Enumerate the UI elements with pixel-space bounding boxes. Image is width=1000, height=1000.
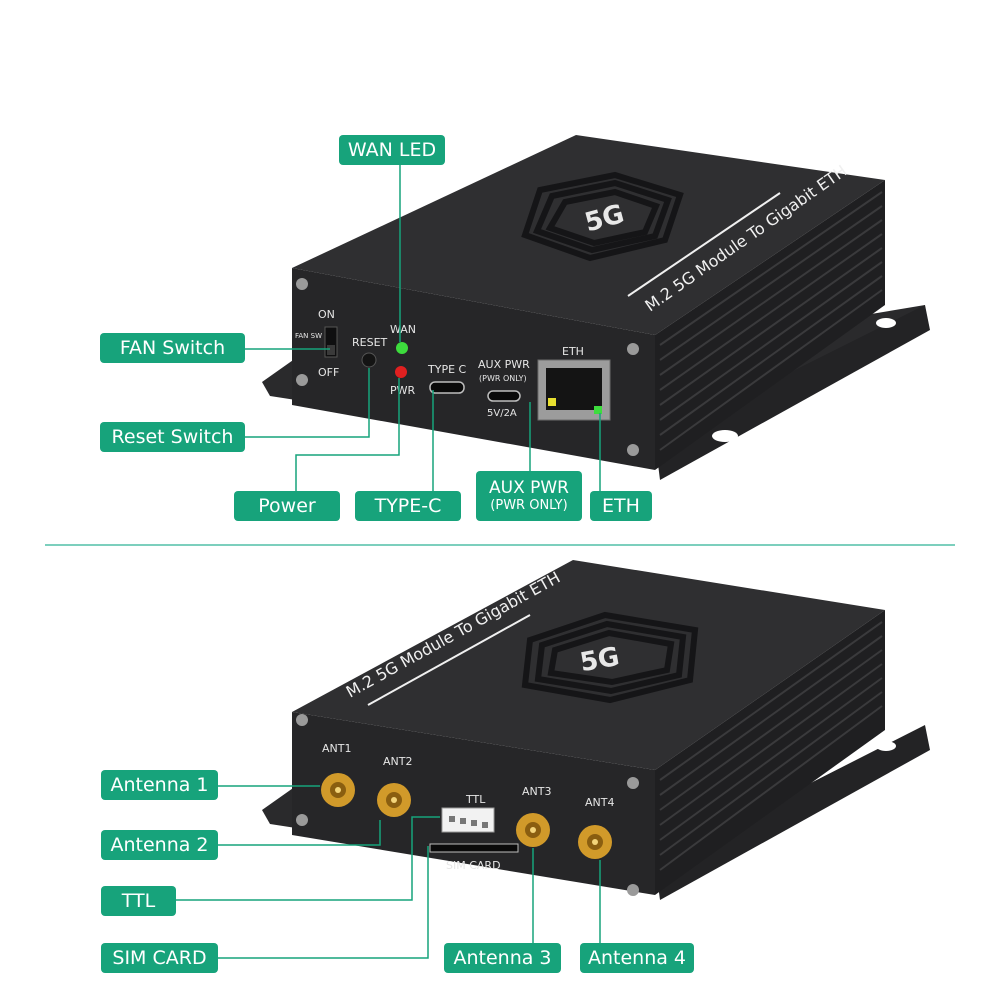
label-eth: ETH [562,345,584,358]
aux-pwr-port[interactable] [487,390,521,402]
device-top-face [292,560,885,770]
reset-button[interactable] [361,352,377,368]
ant4-connector[interactable] [578,825,612,859]
screw-icon [296,278,308,290]
label-aux-pwr-only: (PWR ONLY) [479,374,527,383]
pwr-led [395,366,407,378]
callout-power: Power [234,491,340,521]
label-ant2: ANT2 [383,755,412,768]
flange-hole [709,874,735,886]
callout-antenna4: Antenna 4 [580,943,694,973]
screw-icon [627,884,639,896]
type-c-port[interactable] [429,381,465,394]
callout-fan-switch: FAN Switch [100,333,245,363]
label-on: ON [318,308,335,321]
product-arrow-bottom [367,614,531,706]
section-divider [45,544,955,546]
callout-antenna1: Antenna 1 [101,770,218,800]
label-ant4: ANT4 [585,796,614,809]
device-top-face [292,135,885,335]
label-ant3: ANT3 [522,785,551,798]
callout-eth: ETH [590,491,652,521]
label-wan: WAN [390,323,416,336]
callout-aux-pwr-title: AUX PWR [489,478,569,498]
label-sim-card: SIM CARD [446,859,501,872]
hex-logo [521,171,684,262]
screw-icon [296,714,308,726]
logo-5g-text: 5G [578,642,622,678]
label-pwr: PWR [390,384,416,397]
device-bottom-illustration: 5G M.2 5G Module To Gigabit ETH ANT1 ANT… [176,560,930,959]
callout-aux-pwr-sub: (PWR ONLY) [490,498,568,513]
device-top-illustration: 5G M.2 5G Module To Gigabit ETH ON OFF F… [245,135,930,493]
label-ant1: ANT1 [322,742,351,755]
callout-aux-pwr: AUX PWR (PWR ONLY) [476,471,582,521]
label-type-c: TYPE C [427,363,467,376]
label-5v-2a: 5V/2A [487,408,517,419]
sim-card-slot[interactable] [429,843,519,853]
mount-flange-right-front [655,725,930,900]
eth-led-right [594,406,602,414]
label-aux-pwr: AUX PWR [478,358,530,371]
eth-led-left [548,398,556,406]
ant1-connector[interactable] [321,773,355,807]
device-side-face [655,610,885,895]
screw-icon [296,374,308,386]
flange-hole [876,318,896,328]
wan-led [396,342,408,354]
ant2-connector[interactable] [377,783,411,817]
product-arrow-top [627,192,781,297]
screw-icon [627,343,639,355]
callout-wan-led: WAN LED [339,135,445,165]
callout-antenna2: Antenna 2 [101,830,218,860]
label-ttl: TTL [465,793,486,806]
mount-flange-left [262,358,296,400]
callout-type-c: TYPE-C [355,491,461,521]
label-off: OFF [318,366,339,379]
device-front-panel [292,712,655,895]
label-reset: RESET [352,336,388,349]
callout-antenna3: Antenna 3 [444,943,561,973]
callout-reset-switch: Reset Switch [100,422,245,452]
flange-hole [712,430,738,442]
screw-icon [627,444,639,456]
hex-logo [521,611,699,704]
fan-switch-knob [327,345,335,355]
callout-ttl: TTL [101,886,176,916]
screw-icon [296,814,308,826]
ant3-connector[interactable] [516,813,550,847]
mount-flange-left [262,786,296,828]
flange-hole [876,741,896,751]
label-fan-sw: FAN SW [295,332,322,340]
callout-sim-card: SIM CARD [101,943,218,973]
screw-icon [627,777,639,789]
